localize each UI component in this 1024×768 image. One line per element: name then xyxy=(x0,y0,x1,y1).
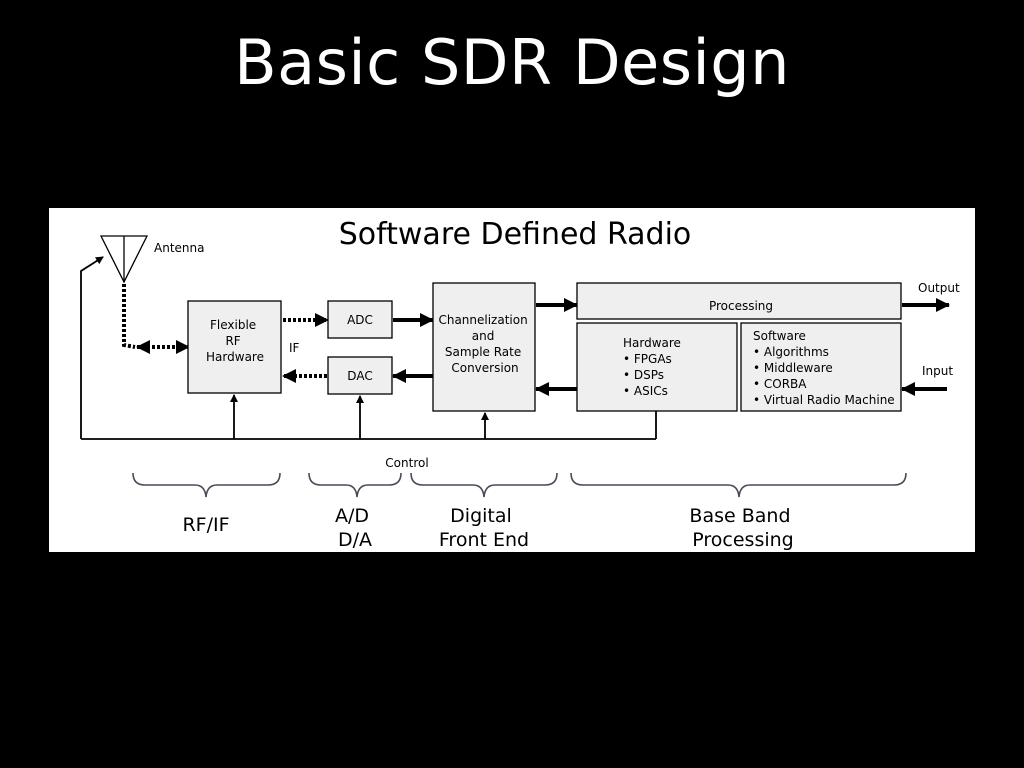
if-label: IF xyxy=(289,341,300,355)
processing-label: Processing xyxy=(709,299,773,313)
antenna-icon xyxy=(99,235,149,284)
rf-hardware-block xyxy=(187,300,282,394)
antenna-label: Antenna xyxy=(154,241,204,255)
section-ad-da-label: A/D D/A xyxy=(335,505,375,551)
rf-hardware-label: Flexible RF Hardware xyxy=(206,318,264,364)
control-label: Control xyxy=(385,456,428,470)
diagram-title: Software Defined Radio xyxy=(339,217,692,252)
input-label: Input xyxy=(922,364,953,378)
adc-block xyxy=(327,300,393,339)
section-braces xyxy=(132,472,907,498)
dac-label: DAC xyxy=(347,369,372,383)
sdr-block-diagram: Software Defined Radio Antenna Flexible … xyxy=(80,217,960,551)
brace-rf-if xyxy=(132,472,281,498)
section-base-band-label: Base Band Processing xyxy=(689,505,796,551)
dac-block xyxy=(327,356,393,395)
brace-base-band xyxy=(570,472,907,498)
brace-digital-front-end xyxy=(410,472,558,498)
slide-title: Basic SDR Design xyxy=(234,26,790,99)
hardware-label: Hardware • FPGAs • DSPs • ASICs xyxy=(623,336,685,398)
antenna-feed-line xyxy=(122,284,136,349)
brace-ad-da xyxy=(308,472,402,498)
diagram-panel: Software Defined Radio Antenna Flexible … xyxy=(49,208,975,552)
hardware-block xyxy=(576,322,738,412)
software-label: Software • Algorithms • Middleware • COR… xyxy=(753,329,895,407)
processing-block xyxy=(576,282,902,320)
channelization-label: Channelization and Sample Rate Conversio… xyxy=(438,313,531,375)
section-rf-if-label: RF/IF xyxy=(182,514,229,536)
section-digital-front-end-label: Digital Front End xyxy=(439,505,529,551)
control-bus xyxy=(80,256,657,440)
output-label: Output xyxy=(918,281,960,295)
software-block xyxy=(740,322,902,412)
channelization-block xyxy=(432,282,536,412)
adc-label: ADC xyxy=(347,313,373,327)
